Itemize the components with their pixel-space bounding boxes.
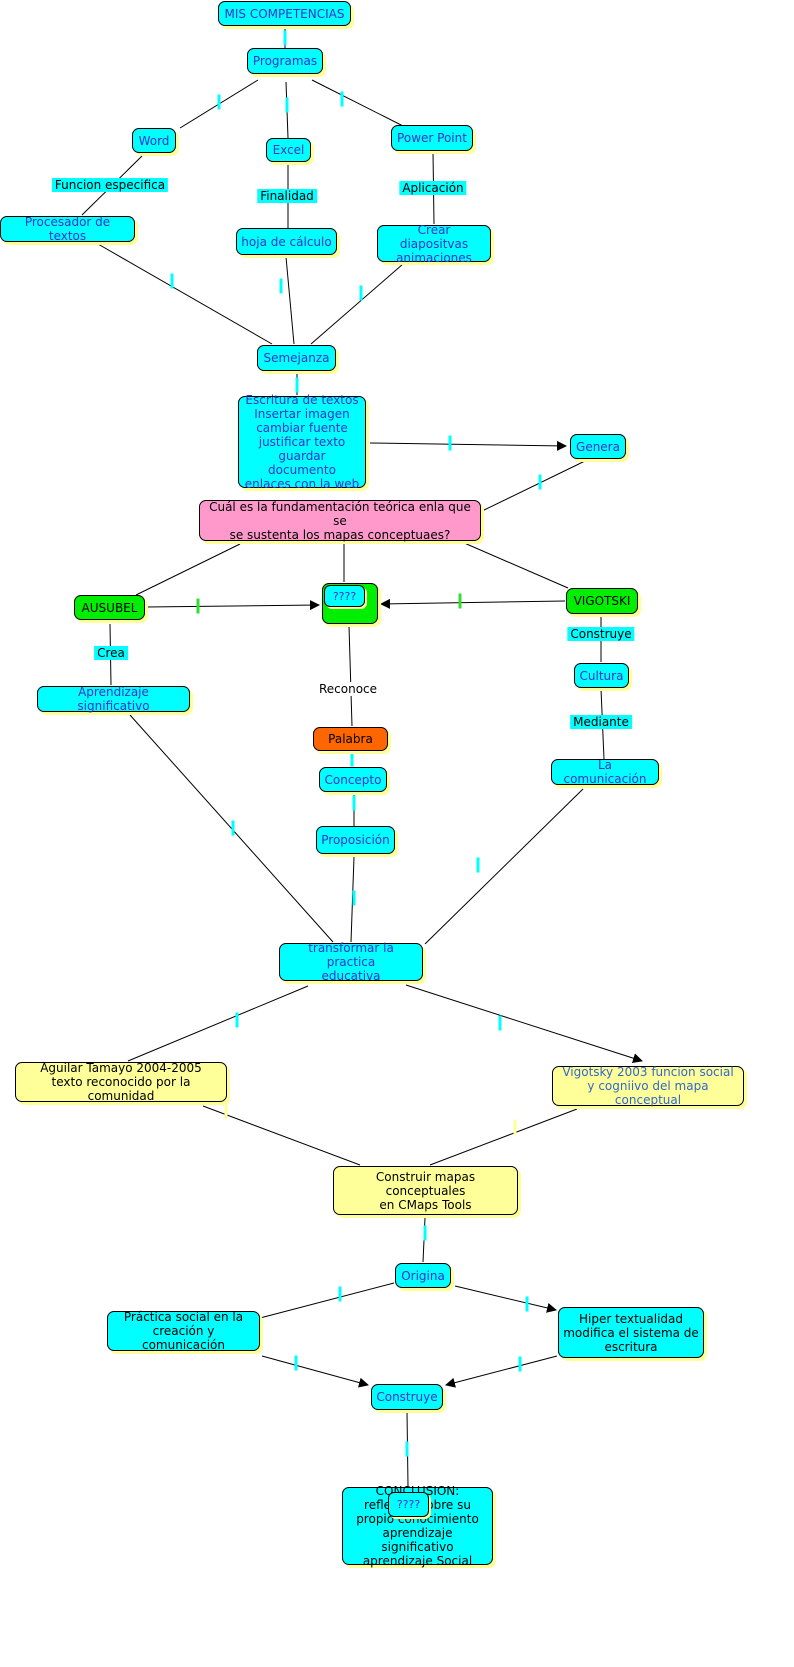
link-tag [513, 1119, 517, 1135]
link-label-finalidad: Finalidad [257, 189, 317, 203]
link [285, 256, 295, 345]
link [146, 600, 320, 611]
node-origina[interactable]: Origina [395, 1263, 451, 1288]
link-tag [217, 94, 221, 110]
node-vigotski[interactable]: VIGOTSKI [566, 588, 638, 614]
link-tag [359, 285, 363, 301]
link-tag [283, 30, 287, 46]
link-tag [340, 91, 344, 107]
node-proposicion[interactable]: Proposición [316, 826, 395, 854]
link-tag [448, 435, 452, 451]
node-construir-mapas[interactable]: Construir mapas conceptuales en CMaps To… [333, 1166, 518, 1215]
link-tag [285, 97, 289, 113]
link [429, 1108, 578, 1166]
node-aguilar-tamayo[interactable]: Aguilar Tamayo 2004-2005 texto reconocid… [15, 1061, 227, 1103]
link [259, 1282, 395, 1319]
node-cultura[interactable]: Cultura [574, 663, 629, 688]
node-palabra[interactable]: Palabra [313, 727, 388, 751]
node-concepto[interactable]: Concepto [319, 767, 387, 792]
link [311, 79, 406, 128]
link-tag [518, 1356, 522, 1372]
node-la-comunicacion[interactable]: La comunicación [551, 758, 659, 786]
placeholder-box-2[interactable]: ???? [388, 1492, 429, 1517]
node-word[interactable]: Word [132, 128, 176, 153]
link-tag [224, 1103, 228, 1119]
link [261, 1355, 369, 1388]
link [479, 459, 588, 513]
link-label-reconoce: Reconoce [315, 682, 381, 696]
link [445, 1355, 558, 1388]
link [127, 985, 309, 1062]
link [454, 1285, 557, 1313]
node-hoja-de-calculo[interactable]: hoja de cálculo [236, 228, 337, 255]
link-tag [350, 751, 354, 767]
node-ausubel[interactable]: AUSUBEL [74, 595, 145, 620]
link-tag [352, 795, 356, 811]
link-tag [498, 1015, 502, 1031]
node-construye[interactable]: Construye [371, 1384, 443, 1410]
link-tag [231, 820, 235, 836]
node-hiper-textualidad[interactable]: Hiper textualidad modifica el sistema de… [558, 1307, 704, 1358]
link-label-mediante: Mediante [570, 715, 632, 729]
link [310, 263, 404, 345]
link-label-funcion-especifica: Funcion especifica [51, 178, 169, 192]
link [424, 788, 584, 945]
node-practica-social[interactable]: Práctica social en la creación y comunic… [107, 1310, 260, 1352]
node-escritura-de-textos[interactable]: Escritura de textos Insertar imagen camb… [238, 393, 366, 491]
link-tag [352, 890, 356, 906]
link-tag [458, 593, 462, 609]
node-transformar-practica[interactable]: transformar la practica educativa [279, 941, 423, 983]
link-tag [405, 1441, 409, 1457]
link-label-crea: Crea [94, 646, 128, 660]
link-tag [196, 598, 200, 614]
node-mis-competencias[interactable]: MIS COMPETENCIAS [218, 1, 351, 26]
link [202, 1105, 361, 1166]
node-vigotsky-2003[interactable]: Vigotsky 2003 funcion social y cogniivo … [552, 1065, 744, 1107]
node-excel[interactable]: Excel [266, 138, 311, 162]
link-tag [538, 474, 542, 490]
node-genera[interactable]: Genera [570, 434, 626, 459]
link-label-aplicacion: Aplicación [399, 181, 467, 195]
node-semejanza[interactable]: Semejanza [257, 345, 336, 371]
link [135, 543, 241, 596]
link-label-construye: Construye [567, 627, 635, 641]
link [380, 598, 566, 609]
node-procesador-de-textos[interactable]: Procesador de textos [0, 215, 135, 243]
link-tag [295, 377, 299, 393]
link-tag [476, 857, 480, 873]
link-tag [235, 1012, 239, 1028]
link [461, 541, 569, 589]
node-pregunta-fundamentacion[interactable]: Cuál es la fundamentación teórica enla q… [199, 500, 481, 542]
link [348, 625, 353, 727]
link-tag [338, 1286, 342, 1302]
link [405, 984, 643, 1064]
node-crear-diapositivas[interactable]: Crear diapositvas animaciones [377, 223, 491, 265]
node-power-point[interactable]: Power Point [391, 125, 473, 151]
link-tag [525, 1296, 529, 1312]
link [369, 440, 567, 451]
placeholder-box-1[interactable]: ???? [324, 585, 365, 607]
link-tag [170, 273, 174, 289]
node-aprendizaje-significativo[interactable]: Aprendizaje significativo [37, 685, 190, 713]
link-tag [279, 278, 283, 294]
link [97, 243, 273, 345]
node-programas[interactable]: Programas [247, 48, 323, 74]
link-tag [423, 1225, 427, 1241]
link-tag [294, 1355, 298, 1371]
